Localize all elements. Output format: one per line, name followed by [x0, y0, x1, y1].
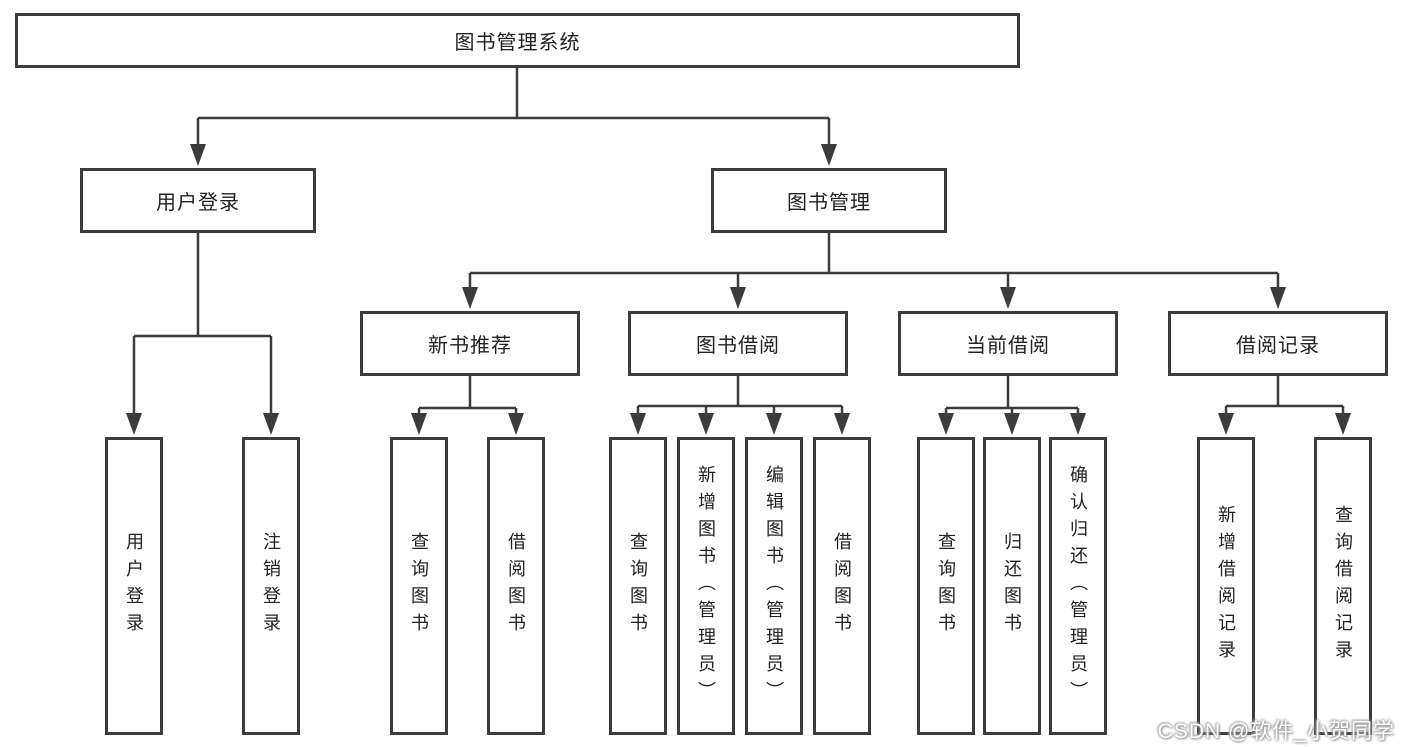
node-current-borrowing: 当前借阅 — [898, 311, 1118, 376]
node-root-label: 图书管理系统 — [454, 32, 581, 54]
watermark: CSDN @软件_小贺同学 — [1158, 715, 1395, 745]
node-logout: 注销登录 — [242, 437, 300, 735]
node-logout-label: 注销登录 — [261, 532, 281, 640]
node-current-query-books-label: 查询图书 — [936, 532, 956, 640]
node-book-management-label: 图书管理 — [787, 192, 871, 214]
node-records-query-record-label: 查询借阅记录 — [1333, 505, 1353, 667]
node-user-login: 用户登录 — [105, 437, 163, 735]
node-borrowing-records-label: 借阅记录 — [1236, 335, 1320, 357]
node-current-borrowing-label: 当前借阅 — [966, 335, 1050, 357]
node-records-add-record-label: 新增借阅记录 — [1216, 505, 1236, 667]
node-user-login-group: 用户登录 — [80, 168, 316, 233]
node-current-confirm-return-admin: 确认归还（管理员） — [1049, 437, 1107, 735]
arrowheads — [126, 144, 1351, 435]
node-book-borrowing: 图书借阅 — [628, 311, 848, 376]
node-recommend-borrow-books-label: 借阅图书 — [506, 532, 526, 640]
node-borrowing-records: 借阅记录 — [1168, 311, 1388, 376]
node-borrowing-query-books-label: 查询图书 — [628, 532, 648, 640]
node-new-book-recommend: 新书推荐 — [360, 311, 580, 376]
node-borrowing-add-books-admin-label: 新增图书（管理员） — [696, 464, 716, 708]
node-borrowing-borrow-books-label: 借阅图书 — [832, 532, 852, 640]
node-borrowing-query-books: 查询图书 — [609, 437, 667, 735]
node-records-query-record: 查询借阅记录 — [1314, 437, 1372, 735]
node-current-return-books-label: 归还图书 — [1002, 532, 1022, 640]
node-root: 图书管理系统 — [15, 13, 1020, 68]
node-current-return-books: 归还图书 — [983, 437, 1041, 735]
node-book-management: 图书管理 — [711, 168, 947, 233]
node-borrowing-add-books-admin: 新增图书（管理员） — [677, 437, 735, 735]
node-recommend-query-books-label: 查询图书 — [409, 532, 429, 640]
node-book-borrowing-label: 图书借阅 — [696, 335, 780, 357]
node-borrowing-borrow-books: 借阅图书 — [813, 437, 871, 735]
node-records-add-record: 新增借阅记录 — [1197, 437, 1255, 735]
node-user-login-label: 用户登录 — [124, 532, 144, 640]
node-borrowing-edit-books-admin-label: 编辑图书（管理员） — [764, 464, 784, 708]
node-recommend-borrow-books: 借阅图书 — [487, 437, 545, 735]
node-recommend-query-books: 查询图书 — [390, 437, 448, 735]
node-borrowing-edit-books-admin: 编辑图书（管理员） — [745, 437, 803, 735]
watermark-text: CSDN @软件_小贺同学 — [1157, 720, 1395, 743]
node-current-query-books: 查询图书 — [917, 437, 975, 735]
node-new-book-recommend-label: 新书推荐 — [428, 335, 512, 357]
node-current-confirm-return-admin-label: 确认归还（管理员） — [1068, 464, 1088, 708]
node-user-login-group-label: 用户登录 — [156, 192, 240, 214]
